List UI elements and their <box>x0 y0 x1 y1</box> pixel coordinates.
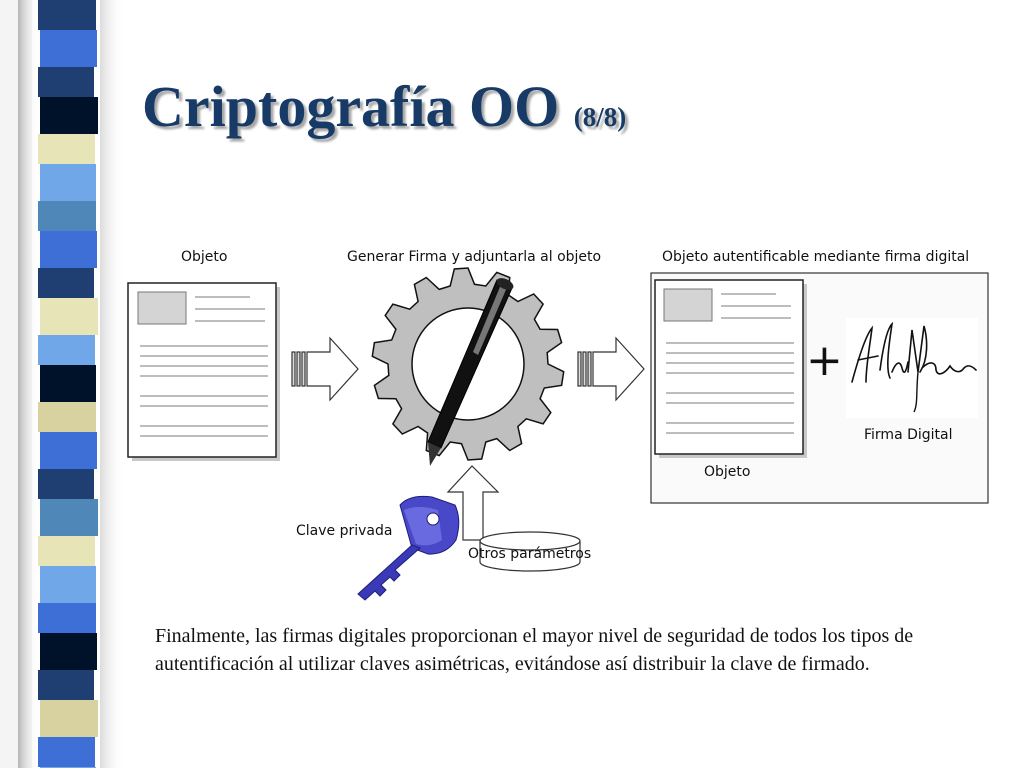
document-icon <box>654 279 807 458</box>
stripe-block <box>40 633 97 670</box>
stripe-block <box>38 670 94 700</box>
stripe-block <box>40 432 97 469</box>
key-icon <box>357 495 460 601</box>
stripe-block <box>40 700 98 737</box>
right-arrow-icon <box>577 336 645 402</box>
label-object-inner: Objeto <box>704 464 751 480</box>
label-authenticable-object: Objeto autentificable mediante firma dig… <box>662 249 970 265</box>
stripe-block <box>38 469 94 499</box>
stripe-block <box>38 335 95 365</box>
slide-title: Criptografía OO (8/8) <box>142 78 626 136</box>
stripe-block <box>38 268 94 298</box>
label-digital-signature: Firma Digital <box>864 427 953 443</box>
document-icon <box>127 282 280 461</box>
stripe-block <box>38 0 96 30</box>
decorative-side-stripe <box>0 0 125 768</box>
right-arrow-icon <box>291 336 359 402</box>
label-object: Objeto <box>181 249 228 265</box>
database-cylinder-icon <box>479 531 581 572</box>
plus-sign: + <box>806 335 843 386</box>
stripe-block <box>38 67 94 97</box>
stripe-block <box>40 499 98 536</box>
stripe-block <box>38 402 96 432</box>
stripe-block <box>40 97 98 134</box>
handwritten-signature <box>846 318 978 418</box>
stripe-block <box>38 737 95 767</box>
slide-body-text: Finalmente, las firmas digitales proporc… <box>155 625 914 675</box>
stripe-block <box>38 536 95 566</box>
stripe-block <box>40 231 97 268</box>
stripe-block <box>40 164 96 201</box>
stripe-block <box>38 201 96 231</box>
label-generate-signature: Generar Firma y adjuntarla al objeto <box>347 249 602 265</box>
label-private-key: Clave privada <box>296 523 393 539</box>
stripe-block <box>40 30 97 67</box>
stripe-block <box>40 298 98 335</box>
label-other-parameters: Otros parámetros <box>468 546 592 562</box>
stripe-block <box>38 603 96 633</box>
stripe-block <box>40 566 96 603</box>
title-page-indicator: (8/8) <box>573 102 627 132</box>
stripe-block <box>40 365 96 402</box>
stripe-block <box>38 134 95 164</box>
title-text: Criptografía OO <box>142 74 560 139</box>
pen-icon <box>427 278 514 466</box>
